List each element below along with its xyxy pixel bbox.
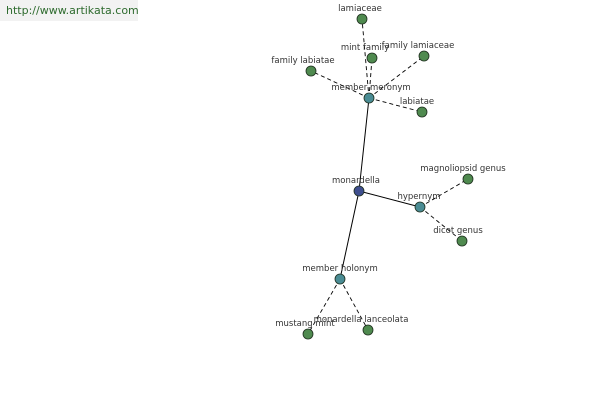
node-label-lamiaceae[interactable]: lamiaceae bbox=[338, 4, 382, 14]
node-label-family-labiatae[interactable]: family labiatae bbox=[271, 56, 334, 66]
edge-hypernym-to-magnoliopsid-genus bbox=[419, 178, 469, 208]
node-mint-family[interactable] bbox=[366, 52, 378, 64]
node-family-lamiaceae[interactable] bbox=[418, 50, 430, 62]
node-label-dicot-genus[interactable]: dicot genus bbox=[433, 226, 483, 236]
edge-member-holonym-to-monardella-lanceolata bbox=[339, 278, 369, 331]
node-label-labiatae[interactable]: labiatae bbox=[400, 97, 434, 107]
edge-hypernym-to-dicot-genus bbox=[419, 206, 463, 242]
node-member-meronym[interactable] bbox=[363, 92, 375, 104]
node-label-magnoliopsid-genus[interactable]: magnoliopsid genus bbox=[420, 164, 506, 174]
node-dicot-genus[interactable] bbox=[456, 235, 468, 247]
edge-member-holonym-to-mustang-mint bbox=[307, 278, 341, 335]
node-label-mint-family[interactable]: mint family bbox=[341, 43, 389, 53]
node-label-hypernym[interactable]: hypernym bbox=[397, 192, 440, 202]
edge-member-meronym-to-labiatae bbox=[368, 97, 423, 113]
edges-layer bbox=[307, 18, 469, 335]
edge-member-meronym-to-lamiaceae bbox=[361, 18, 370, 99]
edge-monardella-to-member-holonym bbox=[339, 190, 360, 280]
edge-monardella-to-member-meronym bbox=[358, 97, 370, 192]
edge-member-meronym-to-family-lamiaceae bbox=[368, 55, 425, 99]
node-hypernym[interactable] bbox=[414, 201, 426, 213]
node-member-holonym[interactable] bbox=[334, 273, 346, 285]
nodes-layer bbox=[302, 13, 474, 340]
node-label-mustang-mint[interactable]: mustang mint bbox=[275, 319, 335, 329]
node-label-monardella-lanceolata[interactable]: monardella lanceolata bbox=[314, 315, 409, 325]
node-label-member-meronym[interactable]: member meronym bbox=[331, 83, 410, 93]
source-url-banner[interactable]: http://www.artikata.com bbox=[0, 0, 139, 21]
node-magnoliopsid-genus[interactable] bbox=[462, 173, 474, 185]
node-labiatae[interactable] bbox=[416, 106, 428, 118]
node-mustang-mint[interactable] bbox=[302, 328, 314, 340]
edge-monardella-to-hypernym bbox=[358, 190, 421, 208]
node-monardella[interactable] bbox=[353, 185, 365, 197]
node-label-monardella[interactable]: monardella bbox=[332, 176, 380, 186]
node-label-family-lamiaceae[interactable]: family lamiaceae bbox=[382, 41, 455, 51]
node-family-labiatae[interactable] bbox=[305, 65, 317, 77]
node-lamiaceae[interactable] bbox=[356, 13, 368, 25]
node-monardella-lanceolata[interactable] bbox=[362, 324, 374, 336]
labels-layer: monardella member meronym hypernym member h… bbox=[271, 4, 506, 329]
node-label-member-holonym[interactable]: member holonym bbox=[302, 264, 377, 274]
edge-member-meronym-to-family-labiatae bbox=[310, 70, 370, 99]
